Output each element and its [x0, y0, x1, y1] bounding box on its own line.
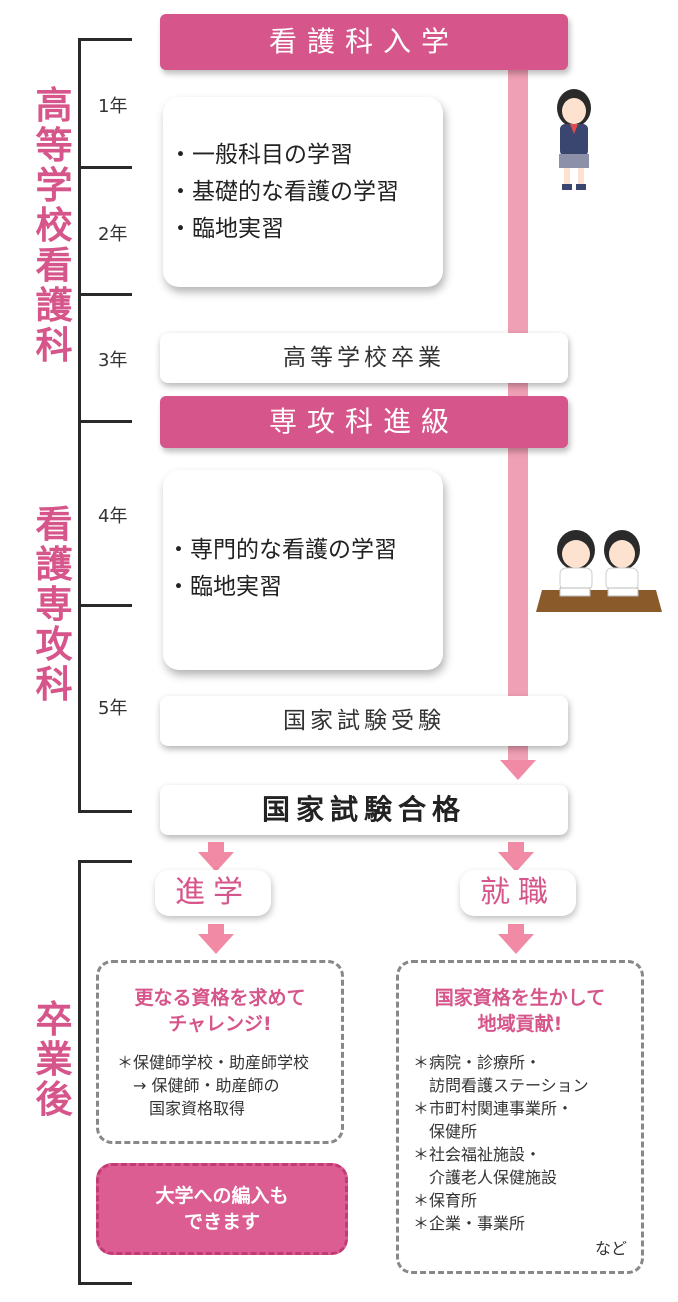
employment-heading: 地域貢献!: [477, 1013, 563, 1035]
study-item: ・一般科目の学習: [169, 142, 353, 168]
bracket-tick: [78, 604, 132, 607]
branch-arrow: [198, 934, 234, 954]
employment-etc: など: [594, 1239, 627, 1258]
employment-item: 介護老人保健施設: [413, 1168, 558, 1187]
bracket-tick: [78, 1282, 132, 1285]
year-label: 4年: [98, 506, 128, 527]
after-bracket: [78, 860, 81, 1285]
advance-step: 専攻科進級: [160, 396, 568, 448]
school-bracket: [78, 38, 81, 813]
studying-students-icon: [536, 530, 662, 612]
bracket-tick: [78, 166, 132, 169]
pass-step: 国家試験合格: [160, 785, 568, 835]
bracket-tick: [78, 420, 132, 423]
bracket-tick: [78, 810, 132, 813]
employment-item: 訪問看護ステーション: [413, 1076, 589, 1095]
study-item: ・基礎的な看護の学習: [169, 179, 399, 205]
year-label: 5年: [98, 698, 128, 719]
flow-arrow-head: [500, 760, 536, 780]
branch-arrow: [498, 852, 534, 872]
year-label: 2年: [98, 224, 128, 245]
section-label-advanced: 看護専攻科: [35, 503, 73, 706]
bracket-tick: [78, 860, 132, 863]
study-item: ・臨地実習: [169, 216, 284, 242]
employment-box: 国家資格を生かして 地域貢献! ＊病院・診療所・ 訪問看護ステーション ＊市町村…: [396, 960, 644, 1274]
branch-arrow-stem: [208, 924, 224, 936]
bracket-tick: [78, 293, 132, 296]
employment-item: ＊社会福祉施設・: [413, 1145, 542, 1164]
student-icon: [557, 89, 591, 190]
employment-item: ＊病院・診療所・: [413, 1053, 542, 1072]
study-card-advanced: ・専門的な看護の学習 ・臨地実習: [163, 470, 443, 670]
branch-arrow: [498, 934, 534, 954]
employment-heading: 国家資格を生かして: [434, 987, 606, 1009]
enroll-step: 看護科入学: [160, 14, 568, 70]
further-study-box: 更なる資格を求めて チャレンジ! ＊保健師学校・助産師学校 → 保健師・助産師の…: [96, 960, 344, 1144]
employment-item: ＊保育所: [413, 1191, 478, 1210]
further-study-label: 進学: [155, 870, 271, 916]
further-study-item: → 保健師・助産師の: [117, 1076, 280, 1095]
employment-label: 就職: [460, 870, 576, 916]
study-card-hs: ・一般科目の学習 ・基礎的な看護の学習 ・臨地実習: [163, 97, 443, 287]
further-study-item: 国家資格取得: [117, 1099, 246, 1118]
further-study-item: ＊保健師学校・助産師学校: [117, 1053, 310, 1072]
section-label-high-school: 高等学校看護科: [35, 84, 73, 367]
transfer-line: できます: [183, 1211, 260, 1233]
further-study-heading: 更なる資格を求めて: [134, 987, 306, 1009]
study-item: ・臨地実習: [167, 574, 282, 600]
branch-arrow-stem: [508, 842, 524, 854]
year-label: 3年: [98, 350, 128, 371]
branch-arrow-stem: [508, 924, 524, 936]
transfer-box: 大学への編入も できます: [96, 1163, 348, 1255]
transfer-line: 大学への編入も: [155, 1185, 289, 1207]
graduate-hs-step: 高等学校卒業: [160, 333, 568, 383]
further-study-heading: チャレンジ!: [168, 1013, 272, 1035]
branch-arrow-stem: [208, 842, 224, 854]
year-label: 1年: [98, 96, 128, 117]
section-label-after: 卒業後: [35, 998, 73, 1121]
branch-arrow: [198, 852, 234, 872]
employment-item: 保健所: [413, 1122, 478, 1141]
study-item: ・専門的な看護の学習: [167, 537, 397, 563]
employment-item: ＊市町村関連事業所・: [413, 1099, 574, 1118]
employment-item: ＊企業・事業所: [413, 1214, 526, 1233]
exam-step: 国家試験受験: [160, 696, 568, 746]
bracket-tick: [78, 38, 132, 41]
